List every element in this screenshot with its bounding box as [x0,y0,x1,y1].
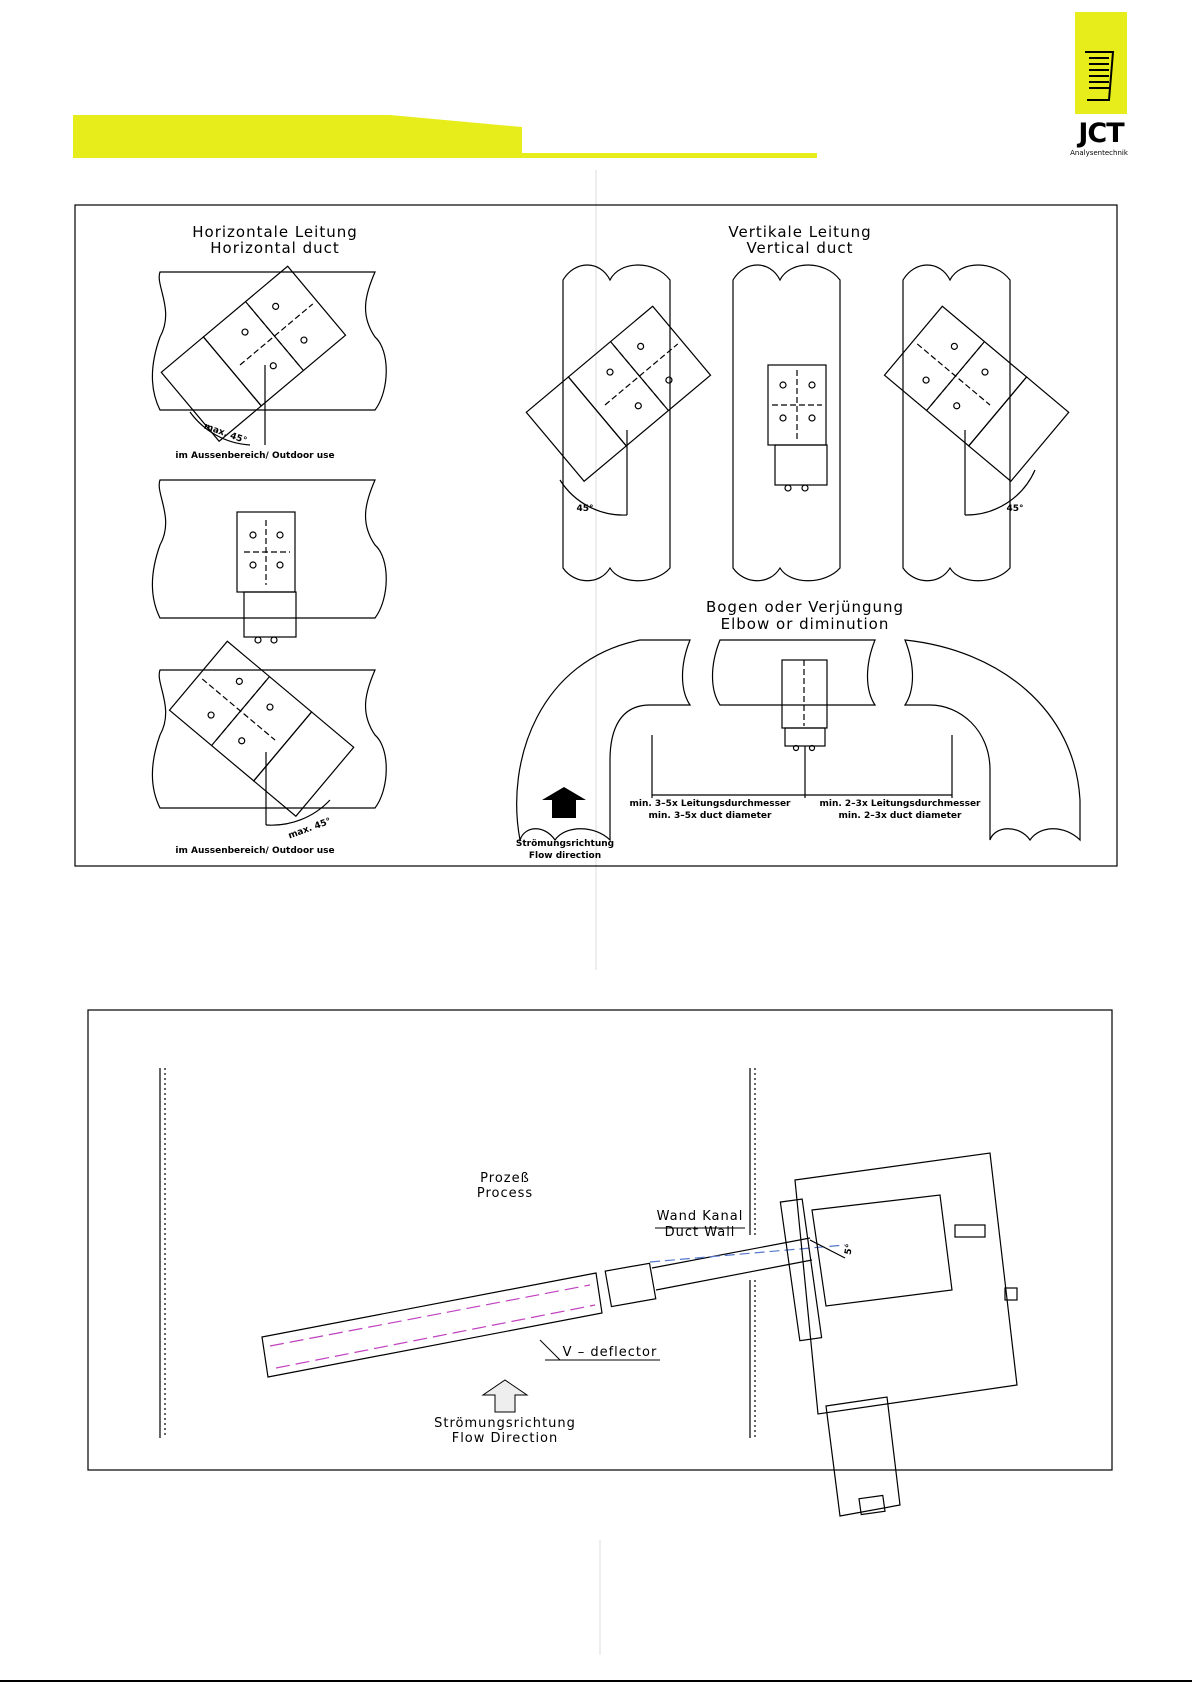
dist-right-en: min. 2–3x duct diameter [838,811,962,821]
wall-label-en: Duct Wall [664,1225,736,1240]
vertical-title-de: Vertikale Leitung [728,223,872,241]
brand-name: JCT [1078,118,1124,149]
flow-label-de-bottom: Strömungsrichtung [434,1416,576,1431]
horizontal-title-en: Horizontal duct [210,239,340,257]
flow-label-de-top: Strömungsrichtung [515,839,615,849]
outdoor-label-2: im Aussenbereich/ Outdoor use [175,846,335,856]
vertical-angle-label-left: 45° [576,504,594,514]
process-label-de: Prozeß [480,1171,530,1186]
horizontal-title-de: Horizontale Leitung [192,223,358,241]
dist-left-de: min. 3–5x Leitungsdurchmesser [629,799,791,809]
flow-arrow-icon [542,787,586,818]
elbow-title-de: Bogen oder Verjüngung [705,598,905,616]
deflector-label: V – deflector [562,1345,658,1360]
vertical-title-en: Vertical duct [746,239,854,257]
dist-right-de: min. 2–3x Leitungsdurchmesser [819,799,981,809]
flow-label-en-bottom: Flow Direction [451,1431,559,1446]
logo-mark-icon [1085,51,1115,101]
process-label-en: Process [476,1186,534,1201]
header-accent-bar [73,115,817,158]
outdoor-label-1: im Aussenbereich/ Outdoor use [175,451,335,461]
top-diagram [74,204,1118,867]
flow-label-en-top: Flow direction [528,851,602,861]
jct-logo [1075,12,1127,114]
brand-subtitle: Analysentechnik [1070,149,1128,157]
elbow-title-en: Elbow or diminution [720,615,890,633]
vertical-angle-label-right: 45° [1006,504,1024,514]
dist-left-en: min. 3–5x duct diameter [648,811,772,821]
wall-label-de: Wand Kanal [656,1209,744,1224]
flow-arrow-outline-icon [481,1379,529,1413]
